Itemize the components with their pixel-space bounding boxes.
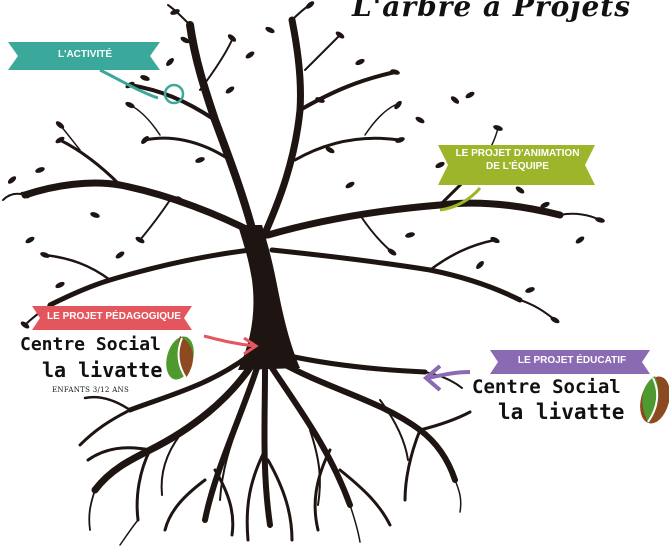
animation-ribbon bbox=[438, 145, 595, 185]
educatif-ribbon bbox=[490, 350, 650, 374]
pedagogique-ribbon bbox=[32, 306, 192, 330]
pedagogique-label: LE PROJET PÉDAGOGIQUE bbox=[47, 311, 181, 322]
pedagogique-arrow bbox=[203, 334, 259, 356]
activite-label: L'ACTIVITÉ bbox=[57, 49, 113, 60]
logo-left-line2: la livatte bbox=[42, 358, 163, 382]
activite-circle bbox=[163, 83, 185, 105]
activite-ribbon bbox=[8, 42, 160, 70]
animation-label: LE PROJET D'ANIMATION DE L'ÉQUIPE bbox=[450, 148, 585, 173]
animation-label-line1: LE PROJET D'ANIMATION bbox=[455, 148, 580, 159]
animation-label-line2: DE L'ÉQUIPE bbox=[486, 160, 549, 172]
tree-trunk bbox=[238, 225, 300, 370]
logo-left-line1: Centre Social bbox=[20, 334, 161, 355]
logo-right-line2: la livatte bbox=[498, 400, 625, 424]
educatif-arrow bbox=[422, 364, 471, 392]
animation-pointer bbox=[439, 187, 482, 212]
activite-pointer bbox=[99, 68, 159, 100]
logo-right-bean bbox=[640, 376, 669, 424]
logo-left-subtitle: ENFANTS 3/12 ANS bbox=[52, 386, 130, 394]
logo-right-line1: Centre Social bbox=[472, 376, 621, 398]
logo-left-bean bbox=[166, 336, 194, 380]
tree-leaves bbox=[7, 1, 605, 329]
educatif-label: LE PROJET ÉDUCATIF bbox=[517, 355, 627, 366]
tree-roots bbox=[78, 352, 472, 546]
page-title: L'arbre à Projets bbox=[351, 0, 631, 23]
